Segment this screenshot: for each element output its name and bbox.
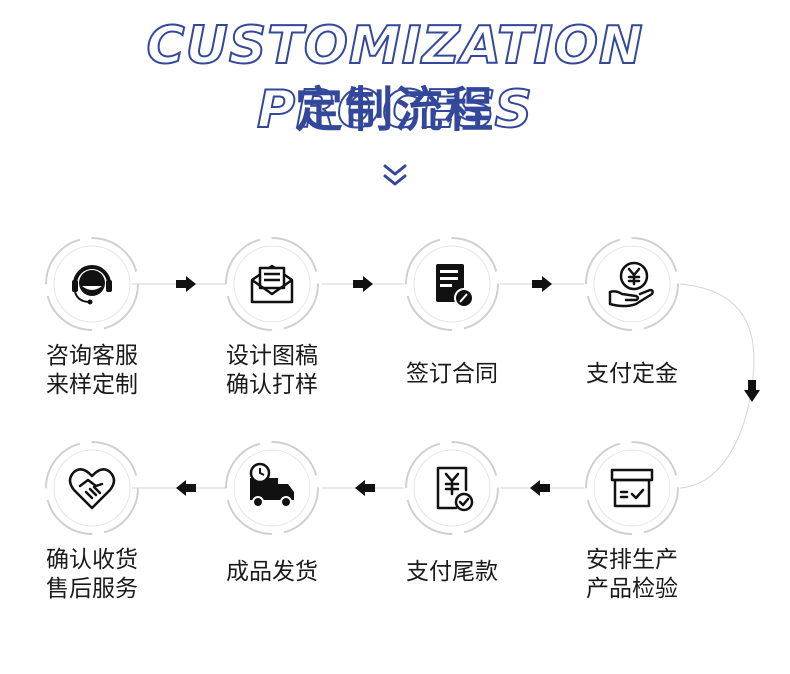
step-deposit: 支付定金 [544, 236, 714, 426]
step-shipping: 成品发货 [184, 440, 354, 630]
step-design: 设计图稿确认打样 [184, 236, 354, 426]
box-production-icon [610, 468, 654, 508]
step-label: 安排生产产品检验 [586, 547, 678, 602]
title-english: CUSTOMIZATION PROCESS [145, 15, 644, 141]
contract-sign-icon [436, 264, 474, 308]
step-label: 支付尾款 [406, 559, 498, 585]
step-ring [585, 441, 679, 535]
step-label: 成品发货 [226, 559, 318, 585]
step-production: 安排生产产品检验 [544, 440, 714, 630]
title-chinese: 定制流程 [294, 82, 495, 138]
yuan-deposit-icon [608, 261, 654, 308]
step-ring [45, 237, 139, 331]
step-ring [45, 441, 139, 535]
step-label: 咨询客服来样定制 [46, 343, 138, 398]
step-final-payment: 支付尾款 [364, 440, 534, 630]
step-ring [405, 441, 499, 535]
step-label: 支付定金 [586, 361, 678, 387]
step-label: 签订合同 [406, 361, 498, 387]
step-label: 设计图稿确认打样 [226, 343, 318, 398]
step-contract: 签订合同 [364, 236, 534, 426]
step-ring [225, 441, 319, 535]
delivery-truck-icon [249, 462, 294, 508]
step-label: 确认收货售后服务 [46, 547, 138, 602]
arrow-down [744, 380, 760, 402]
step-ring [225, 237, 319, 331]
step-ring [585, 237, 679, 331]
handshake-heart-icon [68, 468, 116, 510]
yuan-final-payment-icon [436, 466, 474, 512]
step-consult: 咨询客服来样定制 [4, 236, 174, 426]
step-ring [405, 237, 499, 331]
double-chevron-down-icon [383, 164, 407, 186]
envelope-design-icon [250, 264, 294, 304]
headset-consultant-icon [72, 265, 112, 305]
step-receipt: 确认收货售后服务 [4, 440, 174, 630]
